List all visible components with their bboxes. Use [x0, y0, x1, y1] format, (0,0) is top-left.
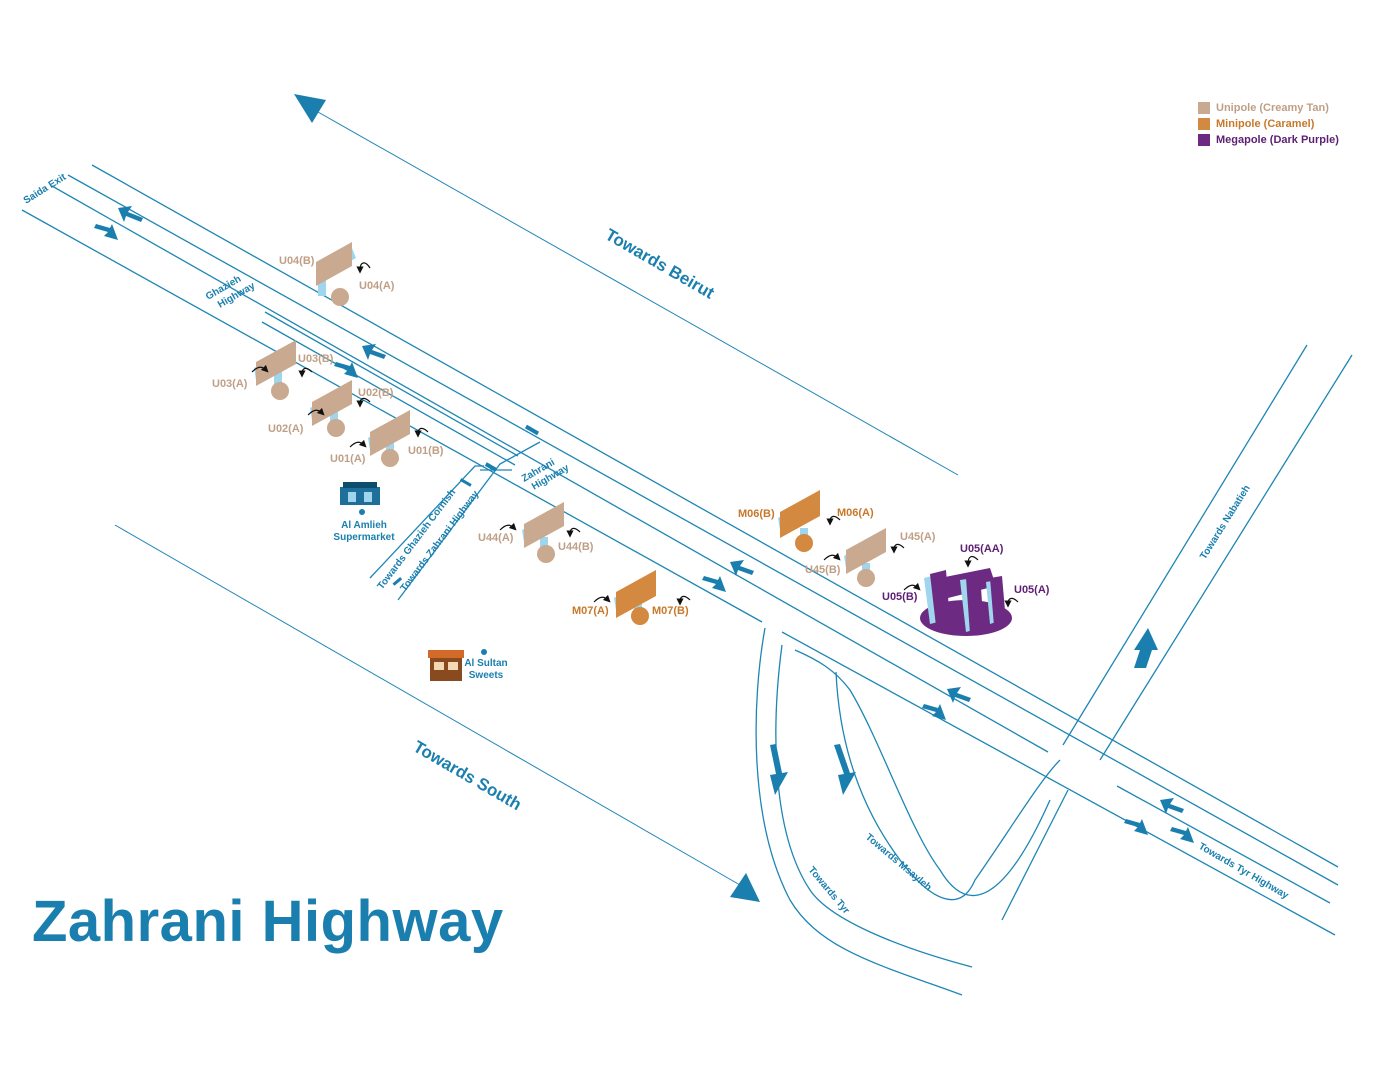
u04b-label: U04(B)	[279, 255, 315, 267]
minipole-swatch	[1198, 118, 1210, 130]
u05a-label: U05(A)	[1014, 584, 1050, 596]
legend-item-minipole: Minipole (Caramel)	[1198, 116, 1339, 132]
u03a-label: U03(A)	[212, 378, 248, 390]
u45b-label: U45(B)	[805, 564, 841, 576]
supermarket-icon	[340, 482, 380, 505]
legend: Unipole (Creamy Tan) Minipole (Caramel) …	[1198, 100, 1339, 148]
billboard-u03[interactable]: U03(A) U03(B)	[212, 340, 334, 400]
billboard-u04[interactable]: U04(B) U04(A)	[279, 242, 395, 306]
billboard-u45[interactable]: U45(A) U45(B)	[805, 528, 936, 587]
al-sultan-sweets[interactable]: Al Sultan Sweets	[428, 649, 508, 681]
m07b-label: M07(B)	[652, 605, 689, 617]
u45a-label: U45(A)	[900, 531, 936, 543]
amlieh-label-1: Al Amlieh	[341, 520, 387, 531]
u05aa-label: U05(AA)	[960, 543, 1004, 555]
main-highway	[21, 164, 1339, 936]
billboard-u44[interactable]: U44(A) U44(B)	[478, 502, 594, 563]
u04a-label: U04(A)	[359, 280, 395, 292]
towards-beirut-label: Towards Beirut	[602, 225, 718, 303]
u44a-label: U44(A)	[478, 532, 514, 544]
legend-item-megapole: Megapole (Dark Purple)	[1198, 132, 1339, 148]
nabatieh-road	[1001, 344, 1353, 921]
m06b-label: M06(B)	[738, 508, 775, 520]
towards-south-line	[114, 524, 760, 902]
saida-exit-label: Saida Exit	[22, 172, 69, 207]
legend-label: Megapole (Dark Purple)	[1216, 134, 1339, 146]
u01a-label: U01(A)	[330, 453, 366, 465]
u05b-label: U05(B)	[882, 591, 918, 603]
unipole-swatch	[1198, 102, 1210, 114]
m07a-label: M07(A)	[572, 605, 609, 617]
amlieh-label-2: Supermarket	[333, 532, 395, 543]
u01b-label: U01(B)	[408, 445, 444, 457]
legend-label: Minipole (Caramel)	[1216, 118, 1315, 130]
tyr-msayleh-loops	[755, 627, 1061, 996]
sultan-label-1: Al Sultan	[464, 658, 507, 669]
m06a-label: M06(A)	[837, 507, 874, 519]
megapole-u05[interactable]: U05(AA) U05(A) U05(B)	[882, 543, 1050, 636]
towards-south-label: Towards South	[410, 737, 525, 814]
lane-arrows	[94, 206, 1194, 843]
sultan-label-2: Sweets	[469, 670, 504, 681]
shop-icon	[428, 650, 464, 681]
billboard-m07[interactable]: M07(A) M07(B)	[572, 570, 691, 625]
legend-item-unipole: Unipole (Creamy Tan)	[1198, 100, 1339, 116]
al-amlieh-supermarket[interactable]: Al Amlieh Supermarket	[333, 482, 395, 543]
u02a-label: U02(A)	[268, 423, 304, 435]
u02b-label: U02(B)	[358, 387, 394, 399]
billboard-m06[interactable]: M06(B) M06(A)	[738, 490, 874, 552]
page-title: Zahrani Highway	[32, 889, 504, 954]
megapole-swatch	[1198, 134, 1210, 146]
towards-beirut-line	[294, 94, 959, 476]
u03b-label: U03(B)	[298, 353, 334, 365]
towards-nabatieh-label: Towards Nabatieh	[1198, 483, 1253, 561]
legend-label: Unipole (Creamy Tan)	[1216, 102, 1329, 114]
billboard-u02[interactable]: U02(A) U02(B)	[268, 380, 394, 437]
billboard-u01[interactable]: U01(A) U01(B)	[330, 410, 444, 467]
u44b-label: U44(B)	[558, 541, 594, 553]
